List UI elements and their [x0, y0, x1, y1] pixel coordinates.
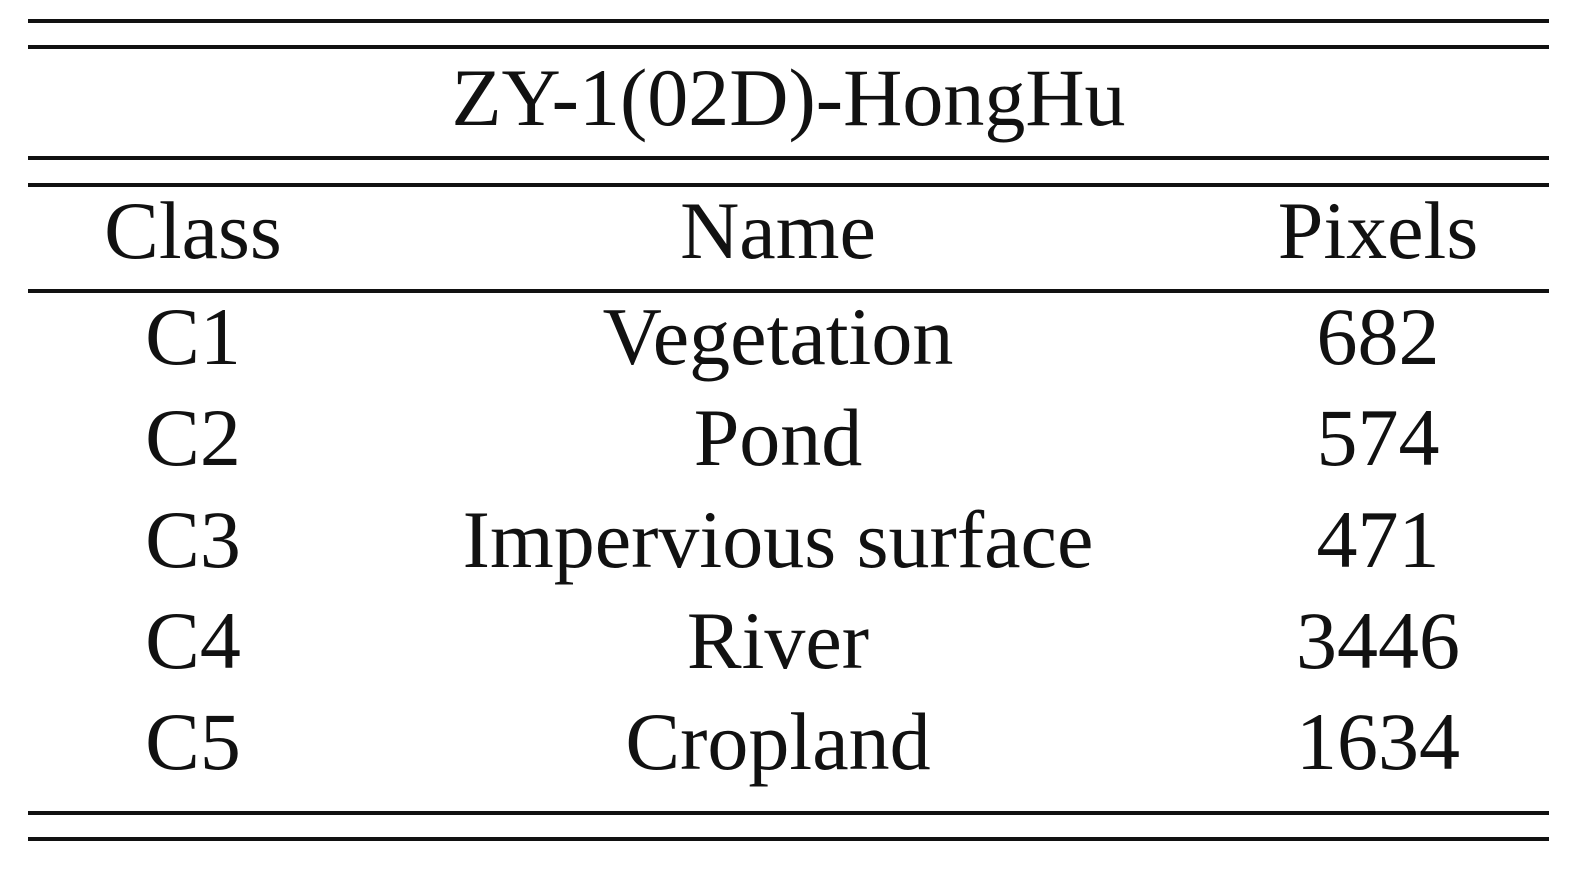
top-rule-2 [28, 45, 1549, 49]
row-class-cell: C1 [145, 291, 241, 382]
header-pixels: Pixels [1277, 185, 1479, 276]
title-rule-1 [28, 156, 1549, 160]
table-row: C3 Impervious surface 471 [28, 490, 1549, 590]
table-row: C2 Pond 574 [28, 388, 1549, 488]
row-name-cell: Cropland [625, 696, 931, 787]
row-class-cell: C5 [145, 696, 241, 787]
table-row: C4 River 3446 [28, 591, 1549, 691]
table-row: C5 Cropland 1634 [28, 692, 1549, 792]
row-class-cell: C4 [145, 595, 241, 686]
title-rule-2 [28, 183, 1549, 187]
row-name-cell: Vegetation [602, 291, 954, 382]
header-rule [28, 289, 1549, 293]
bottom-rule-2 [28, 837, 1549, 841]
header-row: Class Name Pixels [28, 181, 1549, 281]
header-name: Name [680, 185, 876, 276]
row-name-cell: River [686, 595, 870, 686]
row-name-cell: Pond [693, 392, 863, 483]
bottom-rule-1 [28, 811, 1549, 815]
row-pixels-cell: 1634 [1296, 696, 1460, 787]
row-class-cell: C3 [145, 494, 241, 585]
row-pixels-cell: 471 [1316, 494, 1440, 585]
row-pixels-cell: 3446 [1296, 595, 1460, 686]
header-class: Class [104, 185, 282, 276]
table-row: C1 Vegetation 682 [28, 287, 1549, 387]
row-pixels-cell: 574 [1316, 392, 1440, 483]
top-rule-1 [28, 19, 1549, 23]
row-pixels-cell: 682 [1316, 291, 1440, 382]
row-class-cell: C2 [145, 392, 241, 483]
row-name-cell: Impervious surface [462, 494, 1094, 585]
table-title: ZY-1(02D)-HongHu [451, 52, 1126, 143]
